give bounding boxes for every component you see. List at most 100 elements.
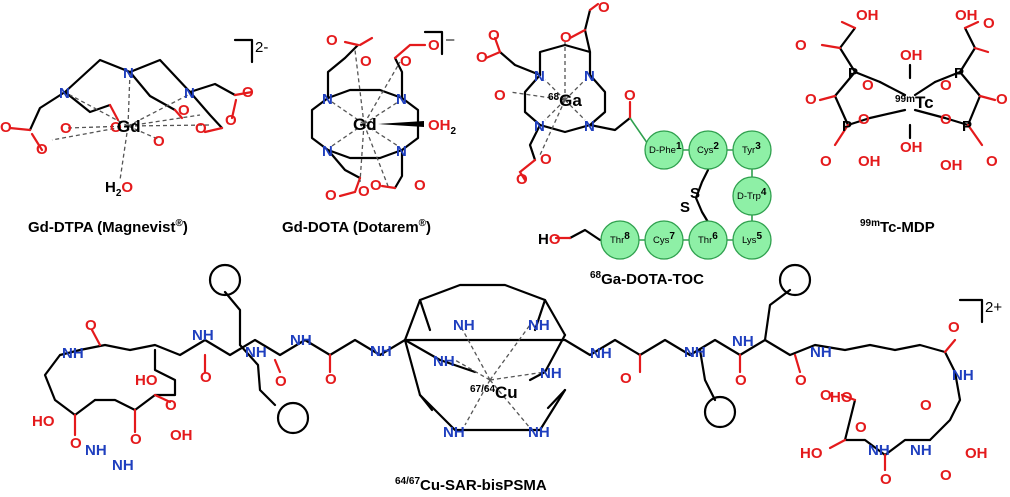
- sar-right-amide-n1-h: H: [601, 345, 612, 362]
- dota-caption-end: ): [426, 219, 431, 236]
- sar-left-urea-n2-h: H: [123, 457, 134, 474]
- dtpa-caption-reg: ®: [176, 218, 184, 229]
- svg-text:Cys7: Cys7: [653, 231, 675, 246]
- sar-left-amide-n-n: N: [62, 345, 73, 362]
- sar-right-urea-n1-h: H: [879, 442, 890, 459]
- sar-left-oxygen-2: O: [200, 369, 212, 386]
- mdp-oxygen-6: O: [940, 111, 952, 128]
- sar-left-oxygen-1: O: [85, 317, 97, 334]
- sar-right-urea-n1-n: N: [868, 442, 879, 459]
- sar-left-urea-n2: NH: [112, 457, 134, 474]
- sar-caption: 64/67Cu-SAR-bisPSMA: [395, 476, 547, 494]
- sar-left-oxygen-6: O: [130, 431, 142, 448]
- dtpa-gadolinium: Gd: [117, 117, 141, 136]
- toc-oxygen-7: O: [540, 151, 552, 168]
- sar-left-oxygen-5: O: [70, 435, 82, 452]
- dtpa-water-ligand: H2O: [105, 179, 133, 199]
- mdp-caption-text: Tc-MDP: [880, 219, 935, 236]
- mdp-oxygen-3: O: [805, 91, 817, 108]
- sar-amine-1: NH: [453, 317, 475, 334]
- sar-right-amide-n2-n: N: [684, 344, 695, 361]
- sar-left-urea-n2-n: N: [112, 457, 123, 474]
- toc-residue-label-4: D-Trp: [737, 191, 761, 202]
- toc-residue-thr-6: Thr6: [688, 220, 728, 260]
- svg-text:D-Trp4: D-Trp4: [737, 187, 767, 202]
- ga-dota-toc-structure: N N N N O O O O O O O O 68Ga S S HO D-Ph…: [476, 0, 772, 288]
- toc-residue-label-5: Lys: [742, 235, 757, 246]
- dota-oxygen-4: O: [400, 53, 412, 70]
- sar-amine-4: NH: [540, 365, 562, 382]
- sar-left-hydroxyl-1: HO: [135, 372, 158, 389]
- toc-oxygen-8: O: [624, 87, 636, 104]
- mdp-oxygen-1: O: [795, 37, 807, 54]
- mdp-oxygen-4: O: [858, 111, 870, 128]
- mdp-caption: 99mTc-MDP: [860, 218, 935, 236]
- sar-right-oxygen-2: O: [735, 372, 747, 389]
- dota-oxygen-7: O: [370, 177, 382, 194]
- dtpa-nitrogen-left: N: [59, 85, 70, 102]
- mdp-caption-isotope: 99m: [860, 218, 880, 229]
- dtpa-nitrogen-right: N: [184, 85, 195, 102]
- toc-nitrogen-1: N: [534, 68, 545, 85]
- toc-residue-thr-8: Thr8: [600, 220, 640, 260]
- mdp-oxygen-2: O: [862, 77, 874, 94]
- sar-caption-text: Cu-SAR-bisPSMA: [420, 477, 547, 494]
- svg-text:D-Phe1: D-Phe1: [649, 141, 682, 156]
- toc-gallium-symbol: Ga: [559, 91, 582, 110]
- sar-right-oxygen-8: O: [920, 397, 932, 414]
- dtpa-caption-end: ): [183, 219, 188, 236]
- sar-left-amide-n4-h: H: [301, 332, 312, 349]
- sar-left-amide-n5: NH: [370, 343, 392, 360]
- sar-right-amide-n3: NH: [732, 333, 754, 350]
- dota-nitrogen-3: N: [322, 143, 333, 160]
- sar-left-hydroxyl-3: OH: [170, 427, 193, 444]
- sar-left-oxygen-3: O: [275, 373, 287, 390]
- sar-amine-6: NH: [528, 424, 550, 441]
- dota-caption-text: Gd-DOTA (Dotarem: [282, 219, 419, 236]
- dtpa-oxygen-2: O: [36, 141, 48, 158]
- toc-residue-number-6: 6: [712, 231, 718, 242]
- dtpa-caption-text: Gd-DTPA (Magnevist: [28, 219, 176, 236]
- mdp-technetium-isotope: 99m: [895, 94, 915, 105]
- dtpa-oxygen-9: O: [225, 112, 237, 129]
- toc-oxygen-1: O: [476, 49, 488, 66]
- mdp-technetium: 99mTc: [895, 93, 934, 112]
- dota-gadolinium: Gd: [353, 115, 377, 134]
- toc-residue-label-7: Cys: [653, 235, 670, 246]
- mdp-hydroxyl-6: OH: [940, 157, 963, 174]
- toc-caption-isotope: 68: [590, 270, 602, 281]
- dtpa-oxygen-3: O: [60, 120, 72, 137]
- sar-right-oxygen-9: O: [940, 467, 952, 484]
- dota-charge: –: [446, 31, 455, 48]
- sar-right-hydroxyl-3: OH: [965, 445, 988, 462]
- dota-aqua-text: OH: [428, 117, 451, 134]
- sar-right-amide-n5-h: H: [963, 367, 974, 384]
- sar-amine-5: NH: [443, 424, 465, 441]
- dtpa-oxygen-1: O: [0, 119, 12, 136]
- toc-residue-label-6: Thr: [698, 235, 712, 246]
- mdp-oxygen-10: O: [986, 153, 998, 170]
- mdp-oxygen-8: O: [996, 91, 1008, 108]
- gd-dota-structure: N N N N O O O O O O O O Gd OH2 – Gd-DOTA…: [282, 30, 457, 236]
- dota-nitrogen-2: N: [396, 91, 407, 108]
- toc-residue-lys: Lys5: [732, 220, 772, 260]
- toc-sulfur-1: S: [690, 185, 700, 202]
- toc-caption: 68Ga-DOTA-TOC: [590, 270, 704, 288]
- dota-nitrogen-4: N: [396, 143, 407, 160]
- toc-oxygen-3: O: [598, 0, 610, 16]
- dtpa-water-h: H: [105, 179, 116, 196]
- dota-oxygen-1: O: [326, 32, 338, 49]
- sar-right-urea-n2-h: H: [921, 442, 932, 459]
- toc-caption-text: Ga-DOTA-TOC: [601, 271, 704, 288]
- sar-right-amide-n3-h: H: [743, 333, 754, 350]
- sar-right-amide-n4: NH: [810, 344, 832, 361]
- sar-right-amide-n1: NH: [590, 345, 612, 362]
- svg-text:Lys5: Lys5: [742, 231, 762, 246]
- sar-charge: 2+: [985, 299, 1002, 316]
- sar-left-amide-n2: NH: [192, 327, 214, 344]
- toc-gallium-isotope: 68: [548, 92, 560, 103]
- sar-right-hydroxyl-2: HO: [800, 445, 823, 462]
- sar-right-amide-n4-h: H: [821, 344, 832, 361]
- sar-right-oxygen-1: O: [620, 370, 632, 387]
- dota-caption: Gd-DOTA (Dotarem®): [282, 218, 431, 236]
